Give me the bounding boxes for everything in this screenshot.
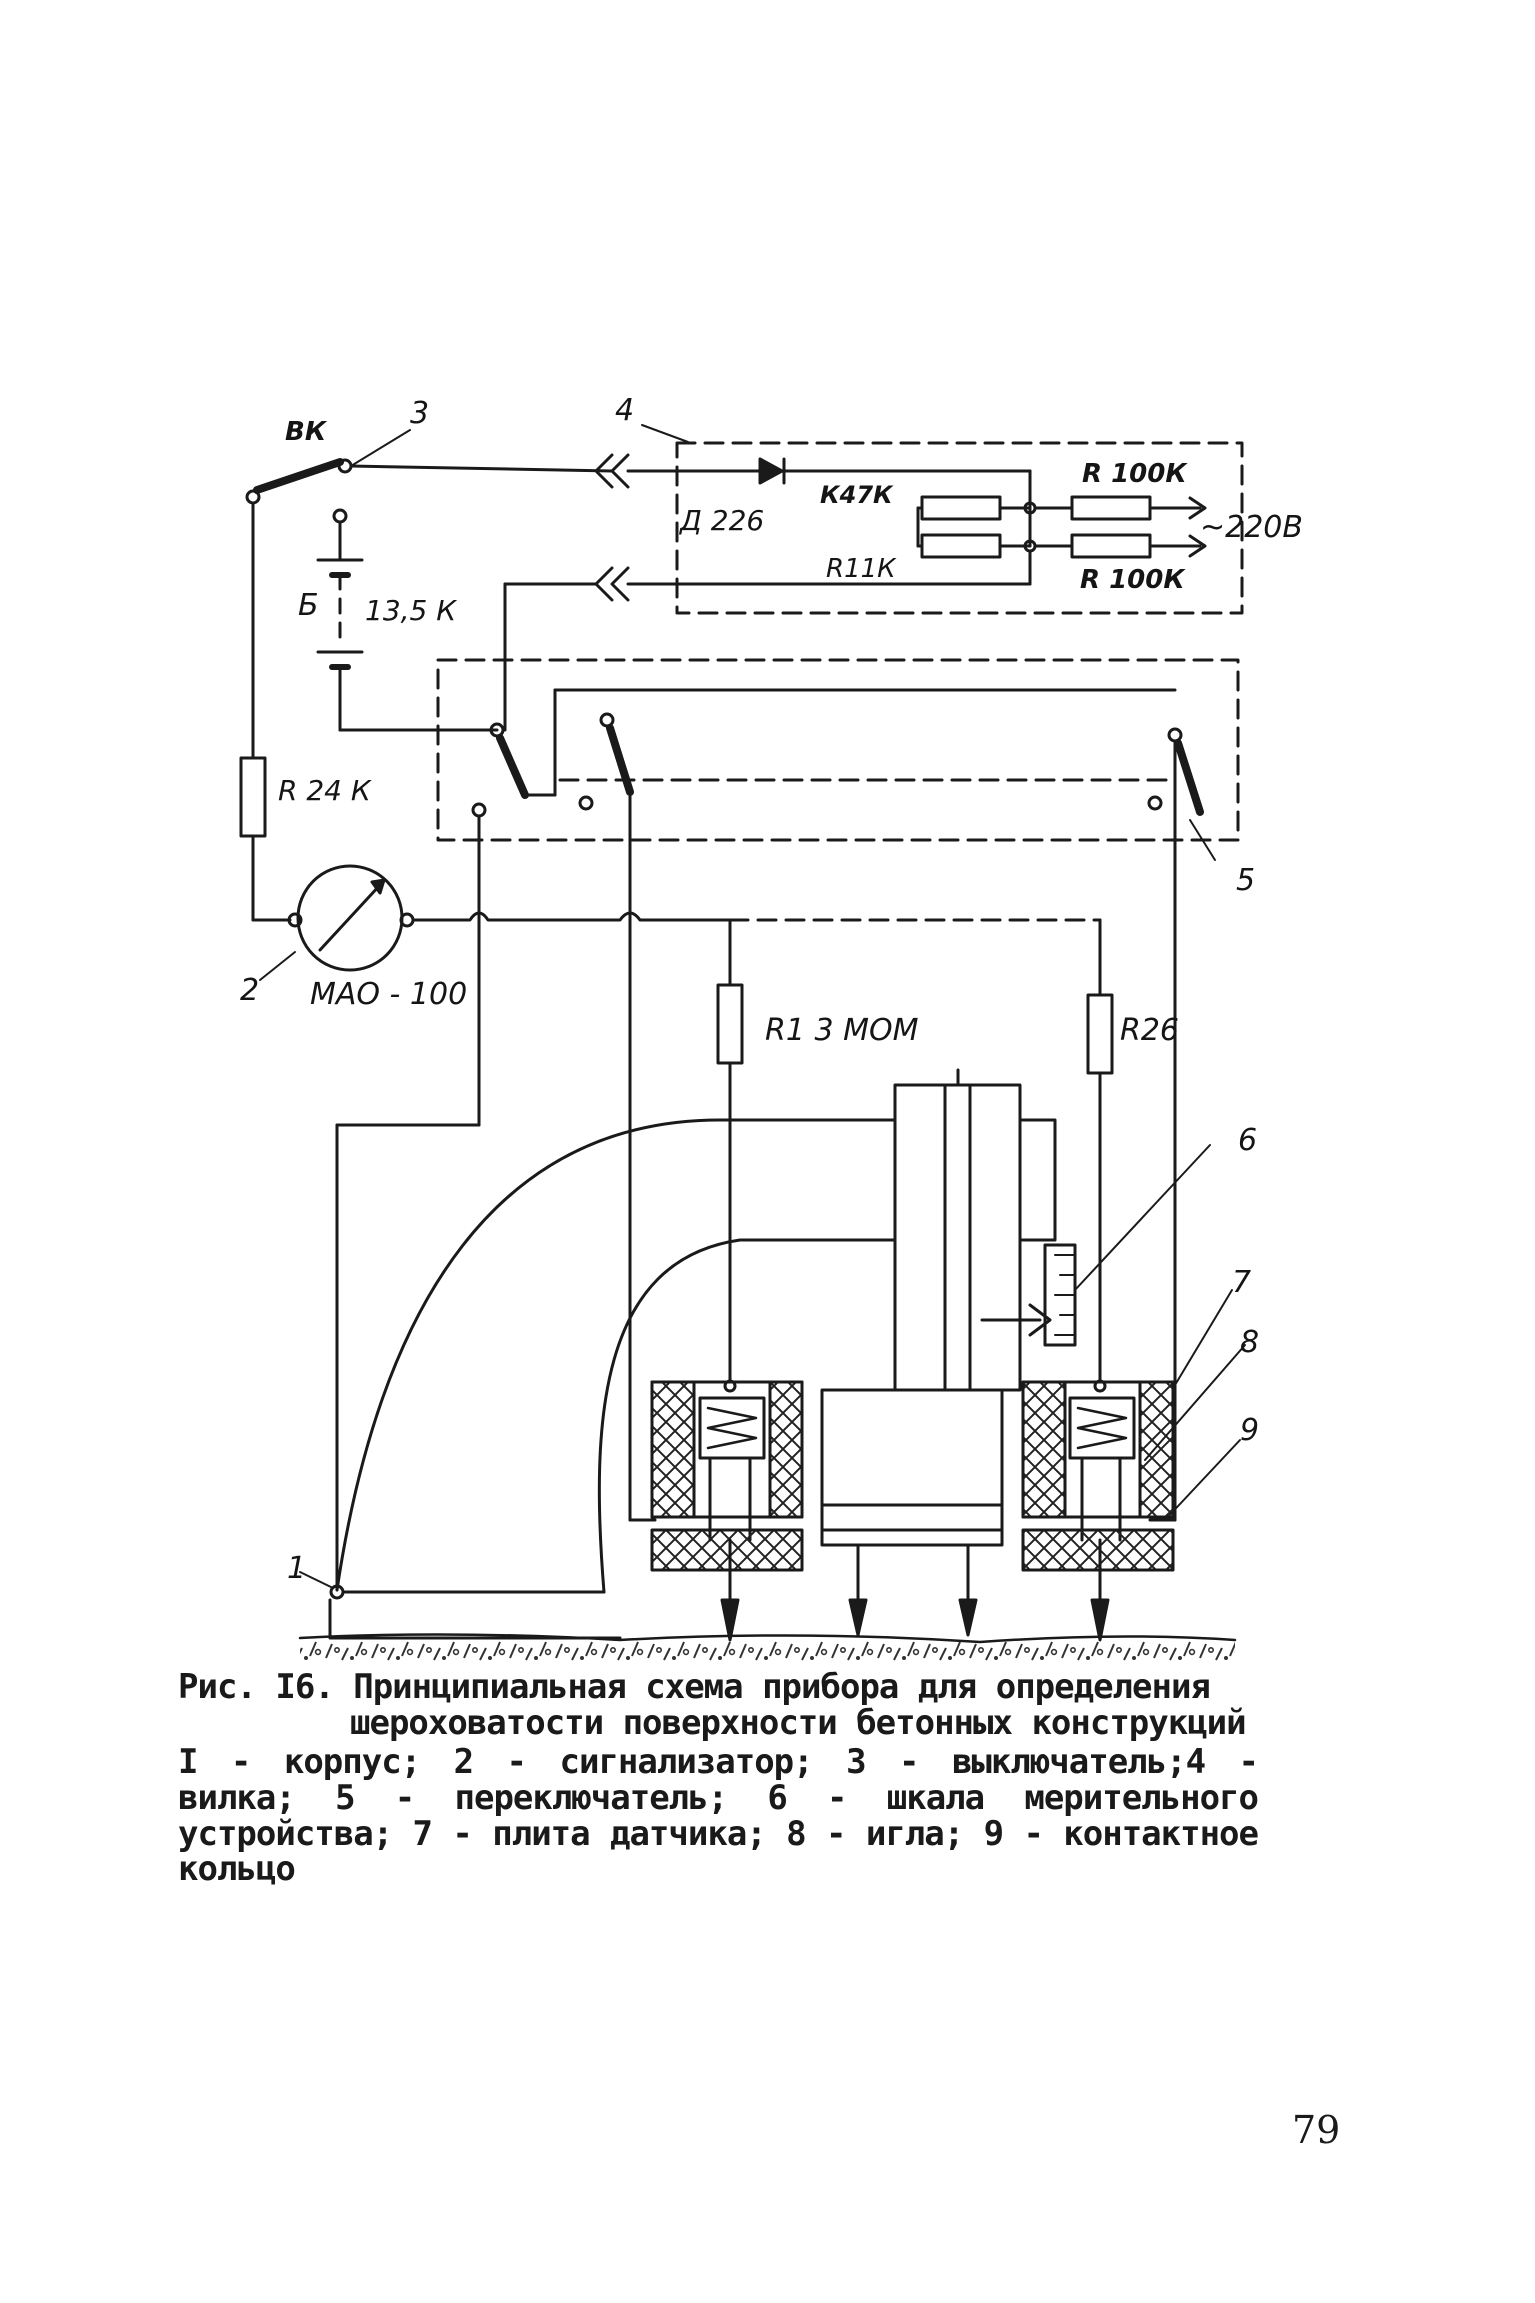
label-r100-top: R 100К	[1082, 459, 1188, 489]
switch-vk	[245, 429, 614, 505]
caption-title: Рис. I6. Принципиальная схема прибора дл…	[178, 1667, 1211, 1707]
label-supply: ~220В	[1200, 510, 1303, 545]
concrete-surface	[300, 1636, 1235, 1666]
label-r26: R26	[1120, 1013, 1179, 1048]
page-number: 79	[1292, 2108, 1341, 2152]
measuring-device	[820, 1068, 1211, 1637]
plug-box	[594, 424, 1244, 615]
resistor-r24	[239, 756, 267, 838]
label-r100-bottom: R 100К	[1080, 565, 1186, 595]
label-5: 5	[1236, 863, 1255, 898]
meter-mao100	[259, 864, 415, 981]
label-3: 3	[410, 396, 429, 431]
caption-subtitle: шероховатости поверхности бетонных конст…	[350, 1702, 1247, 1743]
label-2: 2	[240, 973, 259, 1008]
label-6: 6	[1238, 1123, 1257, 1158]
label-diode: Д 226	[678, 504, 764, 537]
sensor-left	[650, 1380, 804, 1642]
label-9: 9	[1240, 1413, 1259, 1448]
schematic-diagram: ВК 3 4 Б 13,5 К R 24 К 2 МАО - 100 Д 226…	[239, 393, 1303, 1666]
label-8: 8	[1240, 1325, 1259, 1360]
label-battery: Б	[298, 588, 319, 623]
label-switch: ВК	[285, 417, 328, 447]
label-r1: R1 3 МОМ	[765, 1013, 919, 1048]
figure-caption: Рис. I6. Принципиальная схема прибора дл…	[178, 1667, 1278, 1890]
label-battery-value: 13,5 К	[365, 594, 457, 627]
label-r24: R 24 К	[278, 774, 372, 807]
battery	[316, 508, 499, 732]
label-meter: МАО - 100	[310, 977, 467, 1012]
switch-block	[436, 658, 1240, 861]
caption-legend: I - корпус; 2 - сигнализатор; 3 - выключ…	[178, 1742, 1259, 1890]
resistor-r26	[1086, 993, 1114, 1075]
label-k47: К47К	[820, 481, 894, 509]
label-1: 1	[287, 1551, 306, 1586]
sensor-right	[1021, 1289, 1246, 1642]
resistor-r1	[716, 983, 744, 1065]
label-7: 7	[1232, 1265, 1251, 1300]
label-4: 4	[615, 393, 634, 428]
label-r11: R11К	[826, 554, 897, 584]
